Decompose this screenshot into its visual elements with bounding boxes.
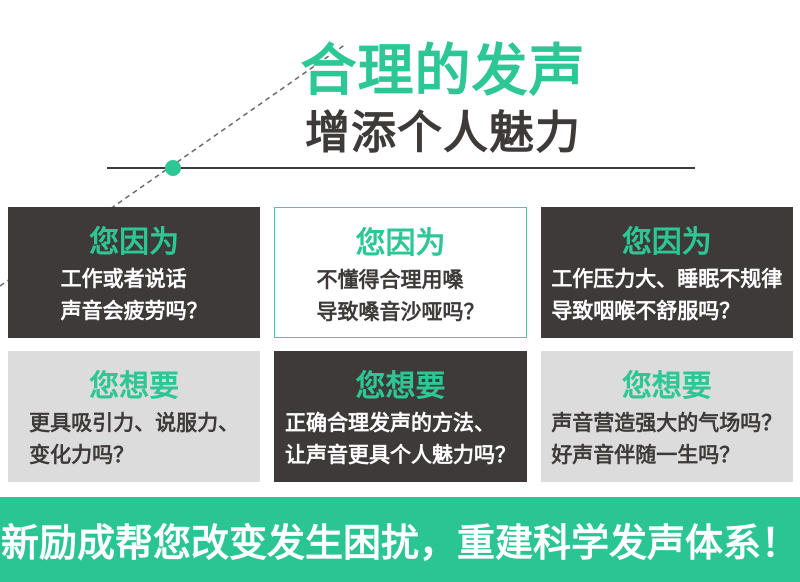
card-line: 不懂得合理用嗓 — [316, 269, 464, 292]
card-body: 更具吸引力、说服力、 变化力吗？ — [29, 408, 239, 472]
cards-grid: 您因为 工作或者说话 声音会疲劳吗？ 您因为 不懂得合理用嗓 导致嗓音沙哑吗？ … — [8, 207, 793, 482]
card-header: 您因为 — [621, 226, 712, 259]
card-body: 不懂得合理用嗓 导致嗓音沙哑吗？ — [316, 265, 484, 329]
card-body: 工作压力大、睡眠不规律 导致咽喉不舒服吗？ — [551, 264, 782, 328]
card-line: 工作或者说话 — [60, 268, 187, 291]
bottom-banner: 新励成帮您改变发生困扰，重建科学发声体系！ — [0, 497, 800, 582]
card-header: 您想要 — [355, 370, 446, 403]
card-because-hoarse: 您因为 不懂得合理用嗓 导致嗓音沙哑吗？ — [274, 207, 527, 338]
card-line: 好声音伴随一生吗？ — [551, 444, 741, 467]
card-line: 变化力吗？ — [29, 444, 135, 467]
banner-text: 新励成帮您改变发生困扰，重建科学发声体系！ — [0, 523, 799, 565]
card-because-throat: 您因为 工作压力大、睡眠不规律 导致咽喉不舒服吗？ — [540, 207, 793, 338]
card-want-attraction: 您想要 更具吸引力、说服力、 变化力吗？ — [8, 351, 261, 482]
main-title: 合理的发声 — [300, 39, 586, 102]
card-body: 工作或者说话 声音会疲劳吗？ — [61, 264, 208, 328]
card-line: 声音会疲劳吗？ — [60, 300, 208, 323]
card-want-aura: 您想要 声音营造强大的气场吗？ 好声音伴随一生吗？ — [540, 351, 793, 482]
card-header: 您因为 — [89, 226, 180, 259]
card-line: 让声音更具个人魅力吗？ — [284, 444, 516, 467]
card-header: 您想要 — [621, 370, 712, 403]
card-header: 您想要 — [89, 370, 180, 403]
green-dot-icon — [165, 160, 181, 176]
card-because-fatigue: 您因为 工作或者说话 声音会疲劳吗？ — [8, 207, 261, 338]
subtitle: 增添个人魅力 — [304, 106, 581, 158]
card-want-method: 您想要 正确合理发声的方法、 让声音更具个人魅力吗？ — [274, 351, 527, 482]
card-line: 工作压力大、睡眠不规律 — [551, 268, 783, 291]
card-line: 更具吸引力、说服力、 — [29, 412, 240, 435]
card-body: 声音营造强大的气场吗？ 好声音伴随一生吗？ — [551, 408, 782, 472]
card-header: 您因为 — [355, 227, 446, 260]
card-line: 正确合理发声的方法、 — [284, 412, 495, 435]
card-body: 正确合理发声的方法、 让声音更具个人魅力吗？ — [285, 408, 516, 472]
card-line: 导致咽喉不舒服吗？ — [551, 300, 741, 323]
card-line: 声音营造强大的气场吗？ — [551, 412, 783, 435]
title-block: 合理的发声 增添个人魅力 — [86, 39, 800, 158]
card-line: 导致嗓音沙哑吗？ — [316, 301, 485, 324]
